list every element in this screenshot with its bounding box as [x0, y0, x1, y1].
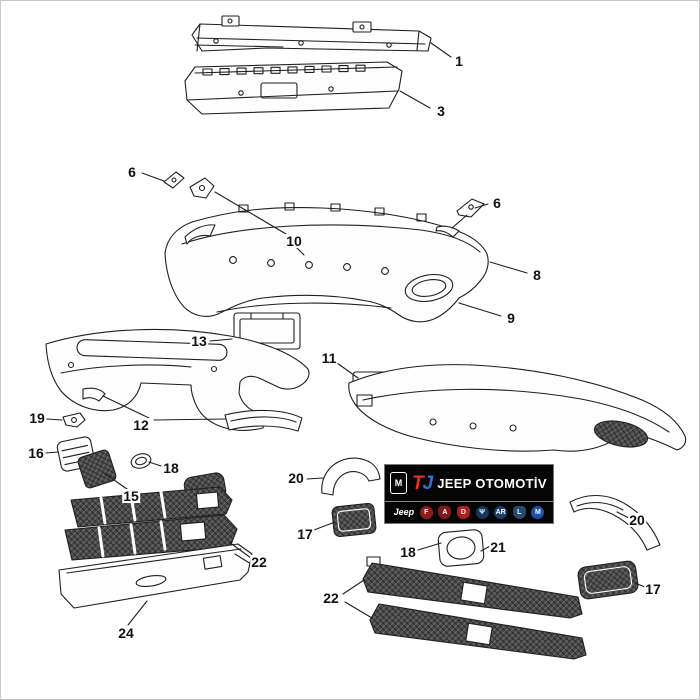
grille-insert-left-part [331, 502, 377, 538]
tow-hook-part [62, 412, 86, 428]
clip-bracket-left-part [163, 171, 215, 199]
callout-22: 22 [250, 554, 268, 570]
callout-19: 19 [28, 410, 46, 426]
callout-6-2: 6 [492, 195, 502, 211]
mopar-logo: M [390, 472, 407, 494]
lower-valance-part [45, 328, 310, 431]
valance-lip-part [224, 409, 303, 432]
mount-bracket-left-part [321, 457, 381, 496]
callout-18: 18 [162, 460, 180, 476]
fog-bezel-left-part [130, 453, 152, 469]
clip-bracket-right-part [456, 198, 485, 218]
lancia-logo: L [512, 506, 526, 519]
dodge-logo: D [456, 506, 470, 519]
callout-20: 20 [287, 470, 305, 486]
grille-bar-upper-part [70, 486, 233, 528]
grille-strip-a-part [362, 556, 583, 619]
tj-monogram: TJ [412, 472, 434, 494]
callout-17-2: 17 [644, 581, 662, 597]
callout-8: 8 [532, 267, 542, 283]
callout-20-2: 20 [628, 512, 646, 528]
tj-monogram-j: J [422, 472, 434, 494]
lower-fascia-right-part [348, 364, 687, 452]
leader-lines [45, 42, 646, 626]
callout-24: 24 [117, 625, 135, 641]
impact-bar-part [191, 15, 432, 52]
callout-17: 17 [296, 526, 314, 542]
fog-lamp-bezel-part [437, 529, 485, 567]
callout-16: 16 [27, 445, 45, 461]
tj-monogram-t: T [412, 472, 424, 494]
callout-10: 10 [285, 233, 303, 249]
mopar-small-logo: M [531, 506, 545, 519]
lower-trim-strip-part [58, 543, 253, 609]
callout-15: 15 [122, 488, 140, 504]
maserati-logo: Ψ [475, 506, 489, 519]
fiat-logo: F [419, 506, 433, 519]
mesh-insert-a-part [77, 449, 117, 489]
mount-bracket-right-part [569, 495, 661, 551]
callout-1: 1 [454, 53, 464, 69]
abarth-logo: A [438, 506, 452, 519]
callout-9: 9 [506, 310, 516, 326]
grille-bar-lower-part [64, 514, 238, 561]
jeep-logo: Jeep [393, 507, 415, 517]
callout-18-2: 18 [399, 544, 417, 560]
callout-6: 6 [127, 164, 137, 180]
alfa-romeo-logo: AR [494, 506, 508, 519]
callout-22-2: 22 [322, 590, 340, 606]
callout-13: 13 [190, 333, 208, 349]
grille-insert-right-part [577, 560, 639, 600]
banner-title: JEEP OTOMOTİV [437, 475, 547, 491]
callout-3: 3 [436, 103, 446, 119]
callout-21: 21 [489, 539, 507, 555]
callout-12: 12 [132, 417, 150, 433]
reinforcement-beam-part [184, 61, 403, 115]
callout-11: 11 [320, 350, 338, 366]
grille-strip-b-part [369, 603, 587, 660]
upper-bumper-cover-part [164, 202, 489, 323]
banner-brand-row: M TJ JEEP OTOMOTİV [385, 465, 553, 501]
